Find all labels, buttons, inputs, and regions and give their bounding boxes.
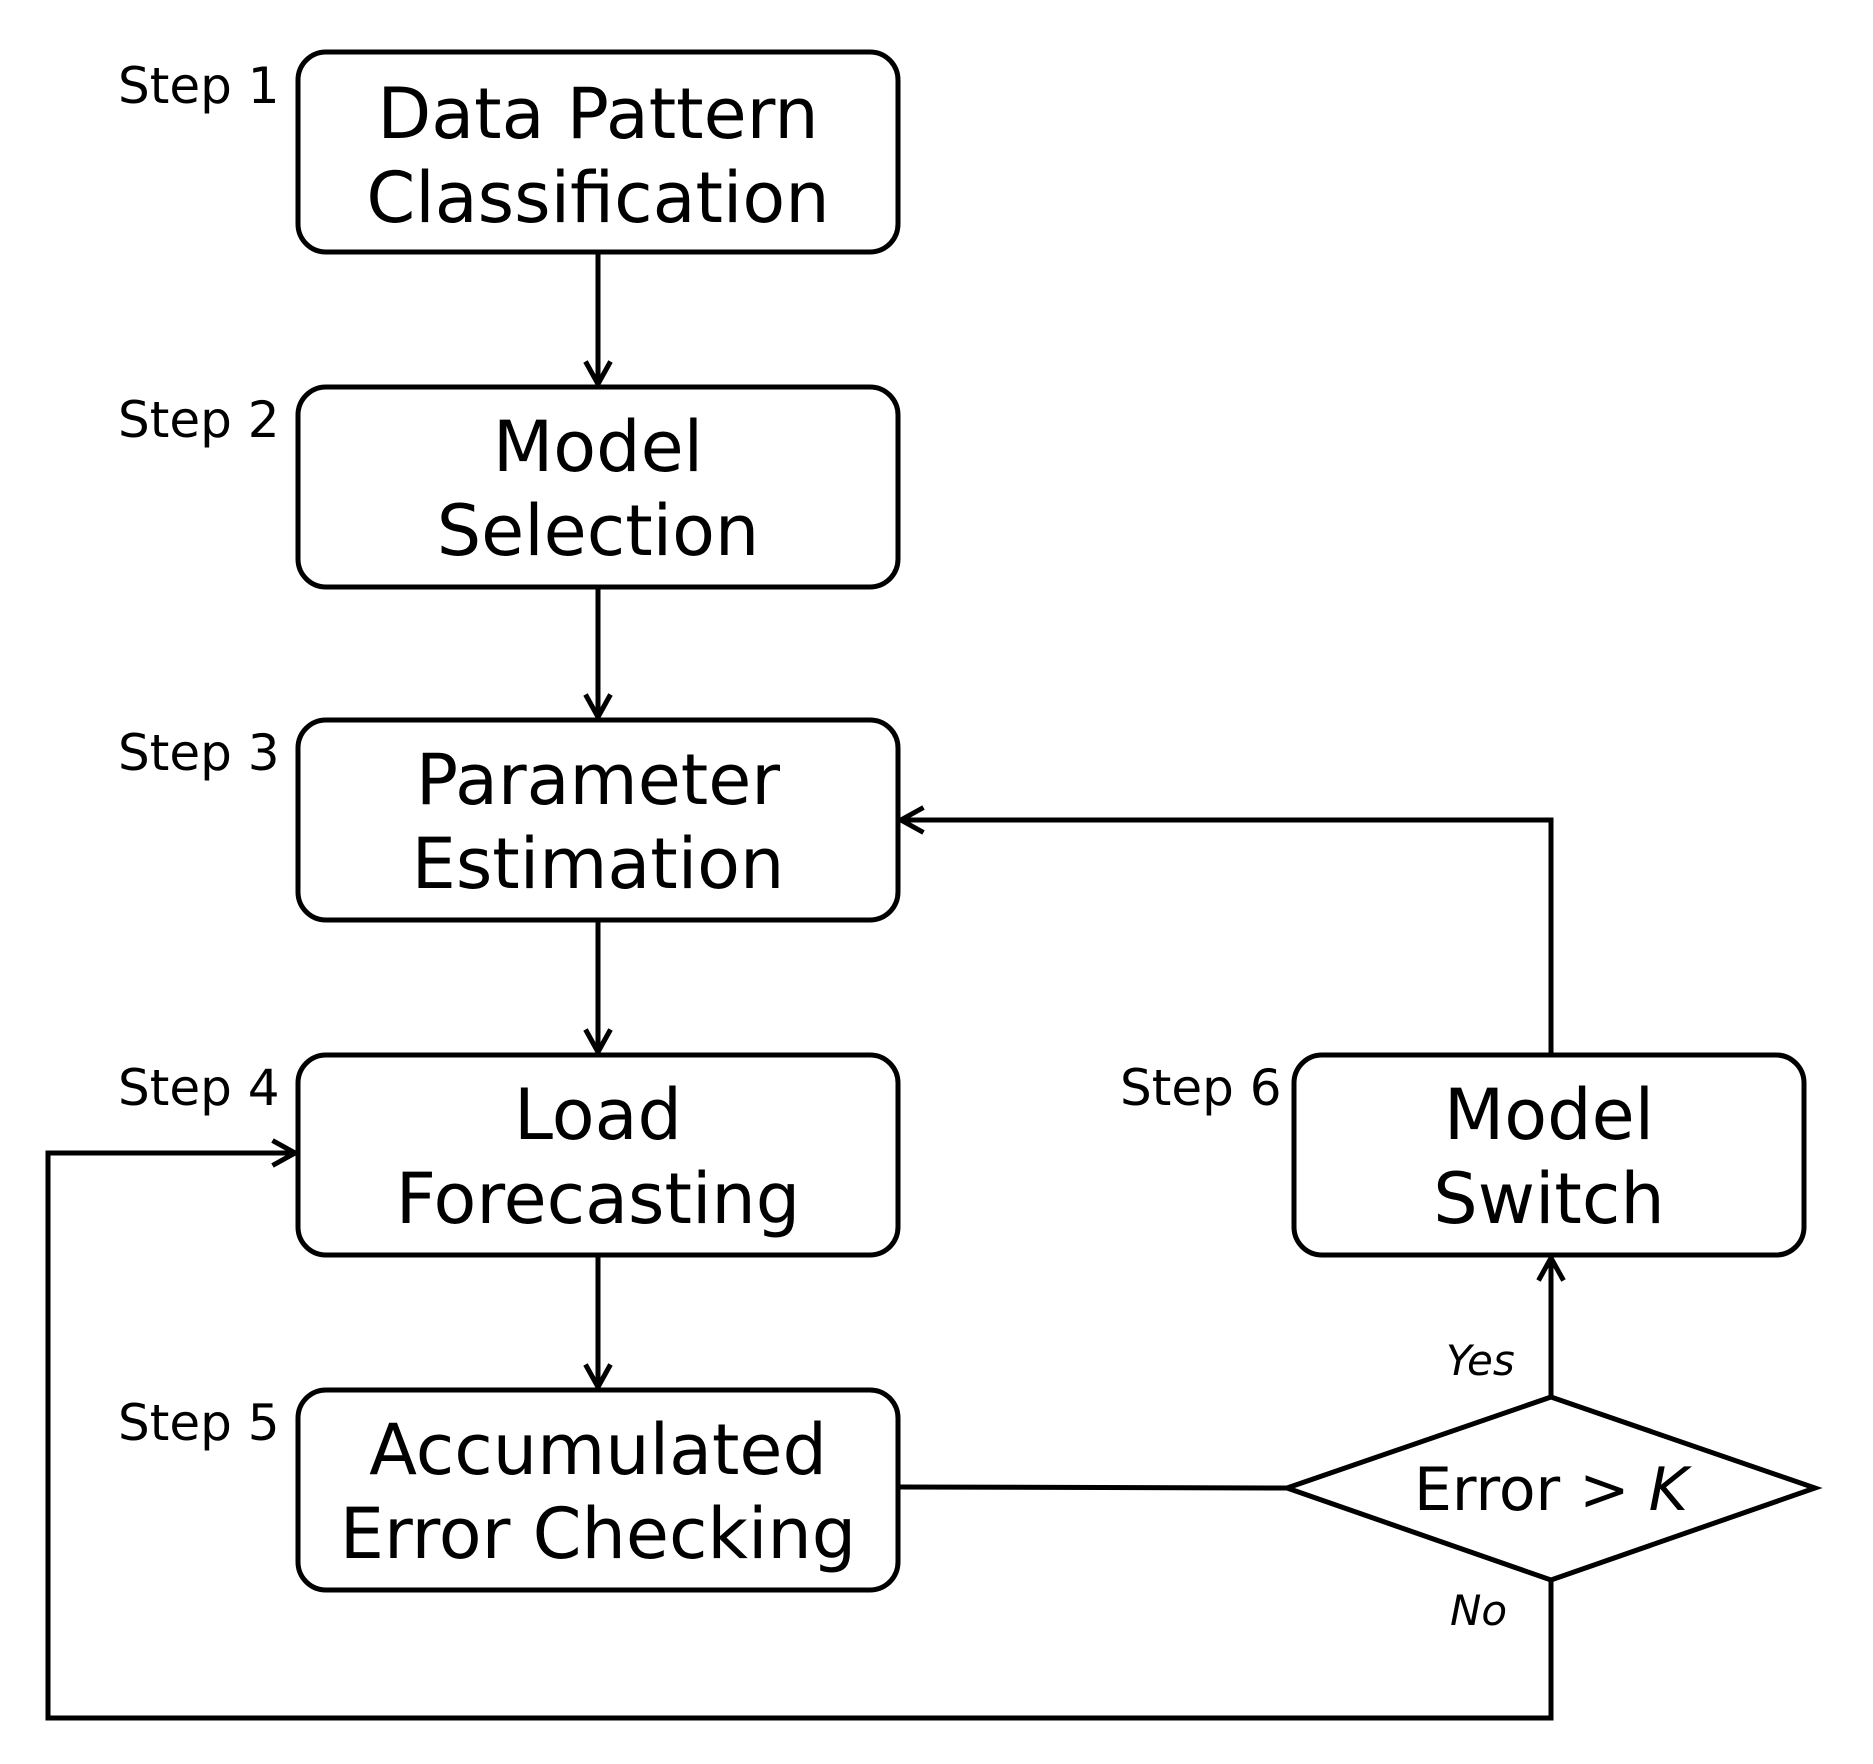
step-6-text-line-2: Switch xyxy=(1433,1158,1664,1240)
step-2-text-line-1: Model xyxy=(493,406,703,488)
step-6-label: Step 6 xyxy=(1120,1059,1282,1117)
step-5-box: Accumulated Error Checking xyxy=(295,1387,901,1593)
step-2-text-line-2: Selection xyxy=(437,490,760,572)
step-6-text-line-1: Model xyxy=(1444,1074,1654,1156)
step-1-box: Data Pattern Classification xyxy=(295,49,901,255)
line-step-5-to-decision xyxy=(897,1484,1288,1491)
step-5-text-line-1: Accumulated xyxy=(369,1409,827,1491)
step-5-text-line-2: Error Checking xyxy=(340,1493,856,1575)
step-3-text-line-2: Estimation xyxy=(412,823,785,905)
step-6-box: Model Switch xyxy=(1291,1052,1807,1258)
yes-branch-label: Yes xyxy=(1446,1336,1515,1385)
step-4-label: Step 4 xyxy=(118,1059,280,1117)
decision-diamond: Error > K xyxy=(1279,1394,1823,1583)
step-1-text-line-2: Classification xyxy=(366,157,829,239)
step-4-box: Load Forecasting xyxy=(295,1052,901,1258)
arrow-decision-no-to-step-4 xyxy=(45,1153,1554,1721)
step-3-label: Step 3 xyxy=(118,724,280,782)
step-5-label: Step 5 xyxy=(118,1394,280,1452)
step-2-label: Step 2 xyxy=(118,391,280,449)
step-1-label: Step 1 xyxy=(118,57,280,115)
step-3-box: Parameter Estimation xyxy=(295,717,901,923)
step-3-text-line-1: Parameter xyxy=(416,739,780,821)
no-branch-label: No xyxy=(1450,1586,1507,1635)
step-2-box: Model Selection xyxy=(295,384,901,590)
step-4-text-line-2: Forecasting xyxy=(396,1158,800,1240)
step-1-text-line-1: Data Pattern xyxy=(377,73,818,155)
step-4-text-line-1: Load xyxy=(514,1074,682,1156)
decision-text: Error > K xyxy=(1414,1455,1693,1525)
arrow-step-6-to-step-3 xyxy=(901,820,1554,1055)
